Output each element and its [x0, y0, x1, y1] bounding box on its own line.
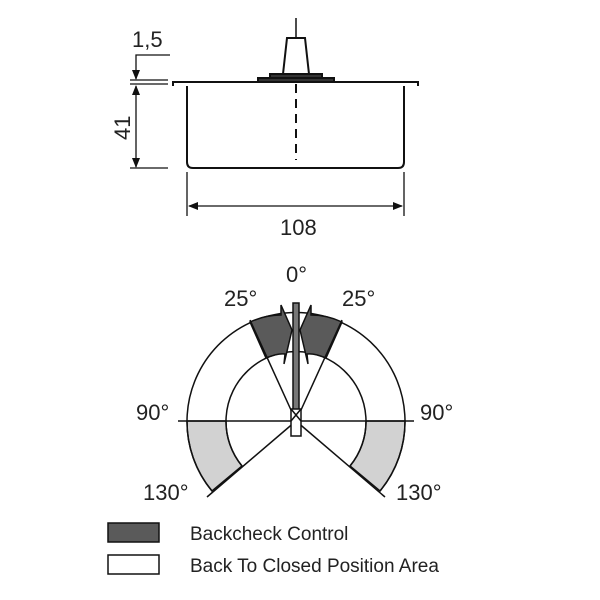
- angle-0-label: 0°: [286, 262, 307, 287]
- angle-25-right-label: 25°: [342, 286, 375, 311]
- dim-flange-label: 1,5: [132, 27, 163, 52]
- angle-130-left-label: 130°: [143, 480, 189, 505]
- opening-angle-diagram: [178, 302, 414, 498]
- backcheck-left: [249, 304, 293, 365]
- closed-area-left: [186, 420, 244, 493]
- angle-25-left-label: 25°: [224, 286, 257, 311]
- angle-90-right-label: 90°: [420, 400, 453, 425]
- legend-label-closed-area: Back To Closed Position Area: [190, 556, 439, 577]
- backcheck-right: [299, 304, 343, 365]
- dim-height-label: 41: [110, 116, 135, 140]
- legend-swatch-closed-area: [107, 554, 160, 575]
- dim-width-label: 108: [280, 215, 317, 240]
- legend-label-backcheck: Backcheck Control: [190, 524, 348, 545]
- closer-body-drawing: [172, 18, 419, 169]
- angle-90-left-label: 90°: [136, 400, 169, 425]
- dimension-lines: [130, 54, 405, 216]
- angle-130-right-label: 130°: [396, 480, 442, 505]
- legend-swatch-backcheck: [107, 522, 160, 543]
